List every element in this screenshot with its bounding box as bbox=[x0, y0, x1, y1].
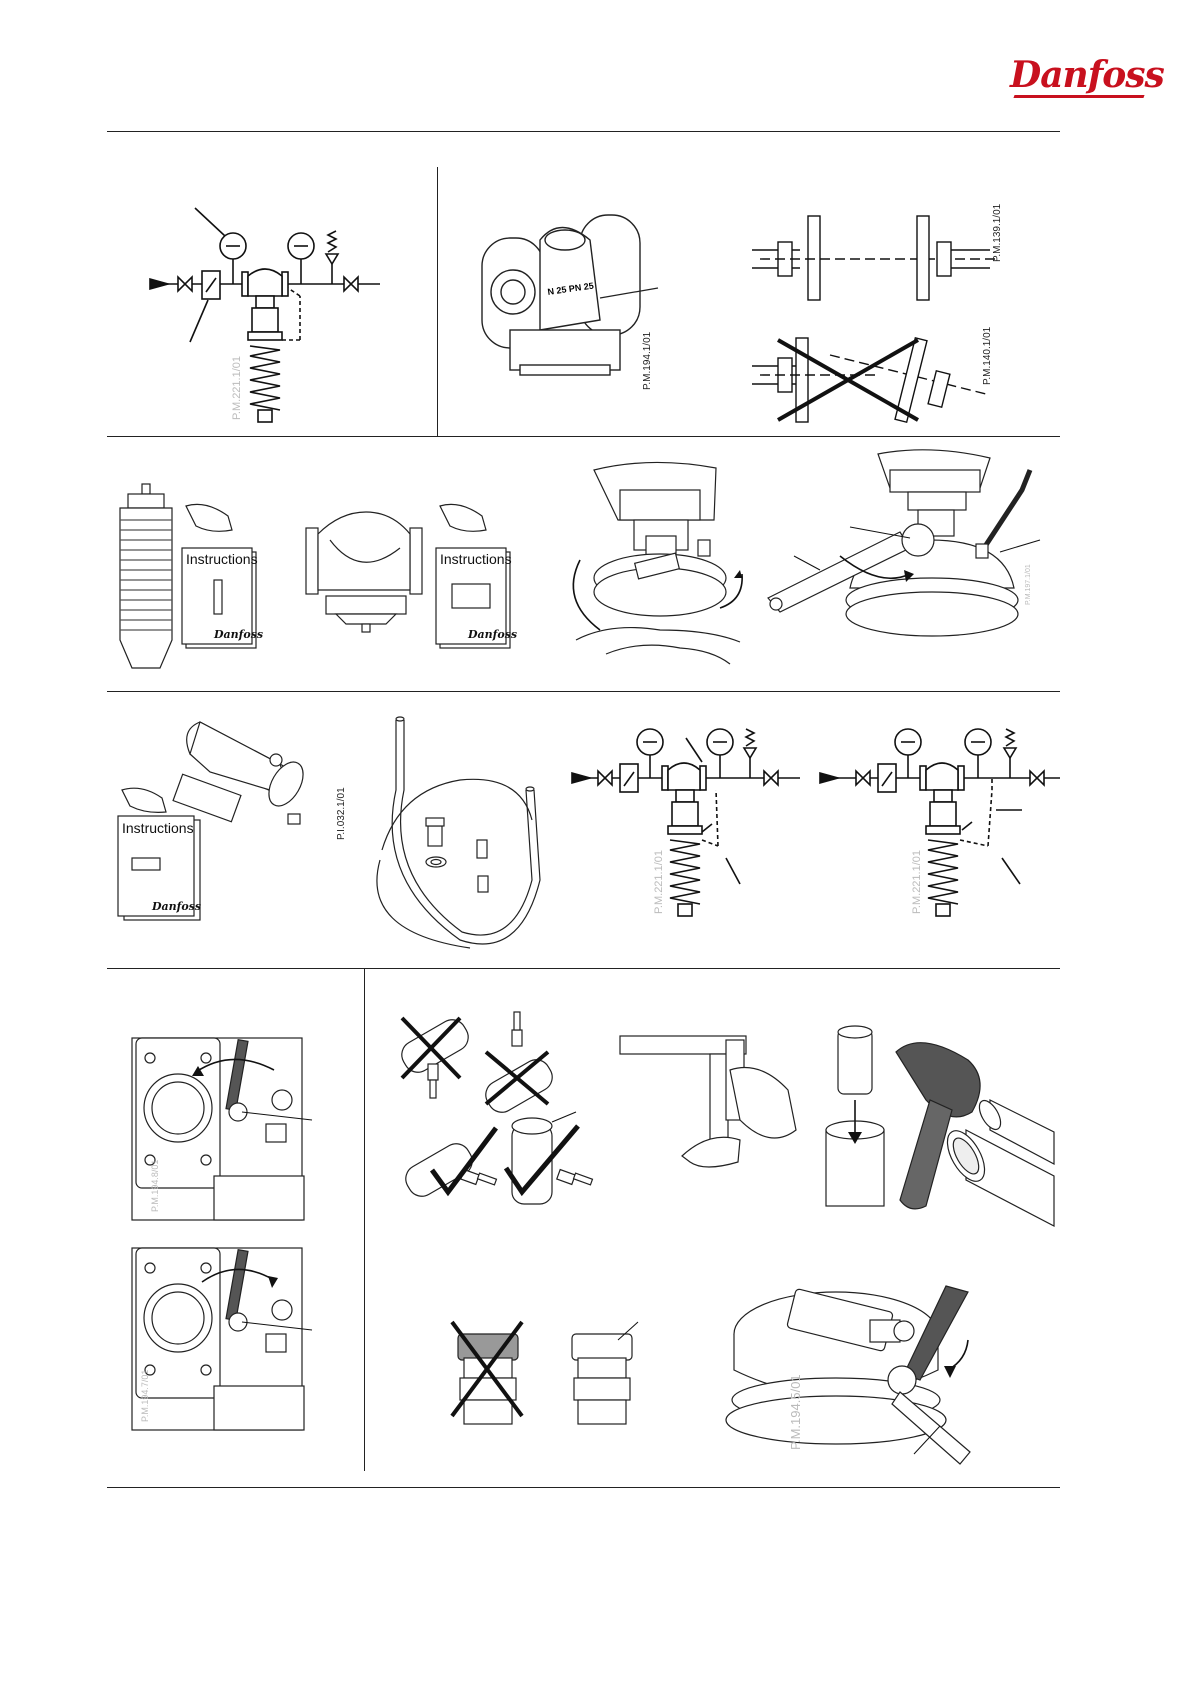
nut-tighten-code: P.M.194.5/01 bbox=[788, 1374, 803, 1450]
